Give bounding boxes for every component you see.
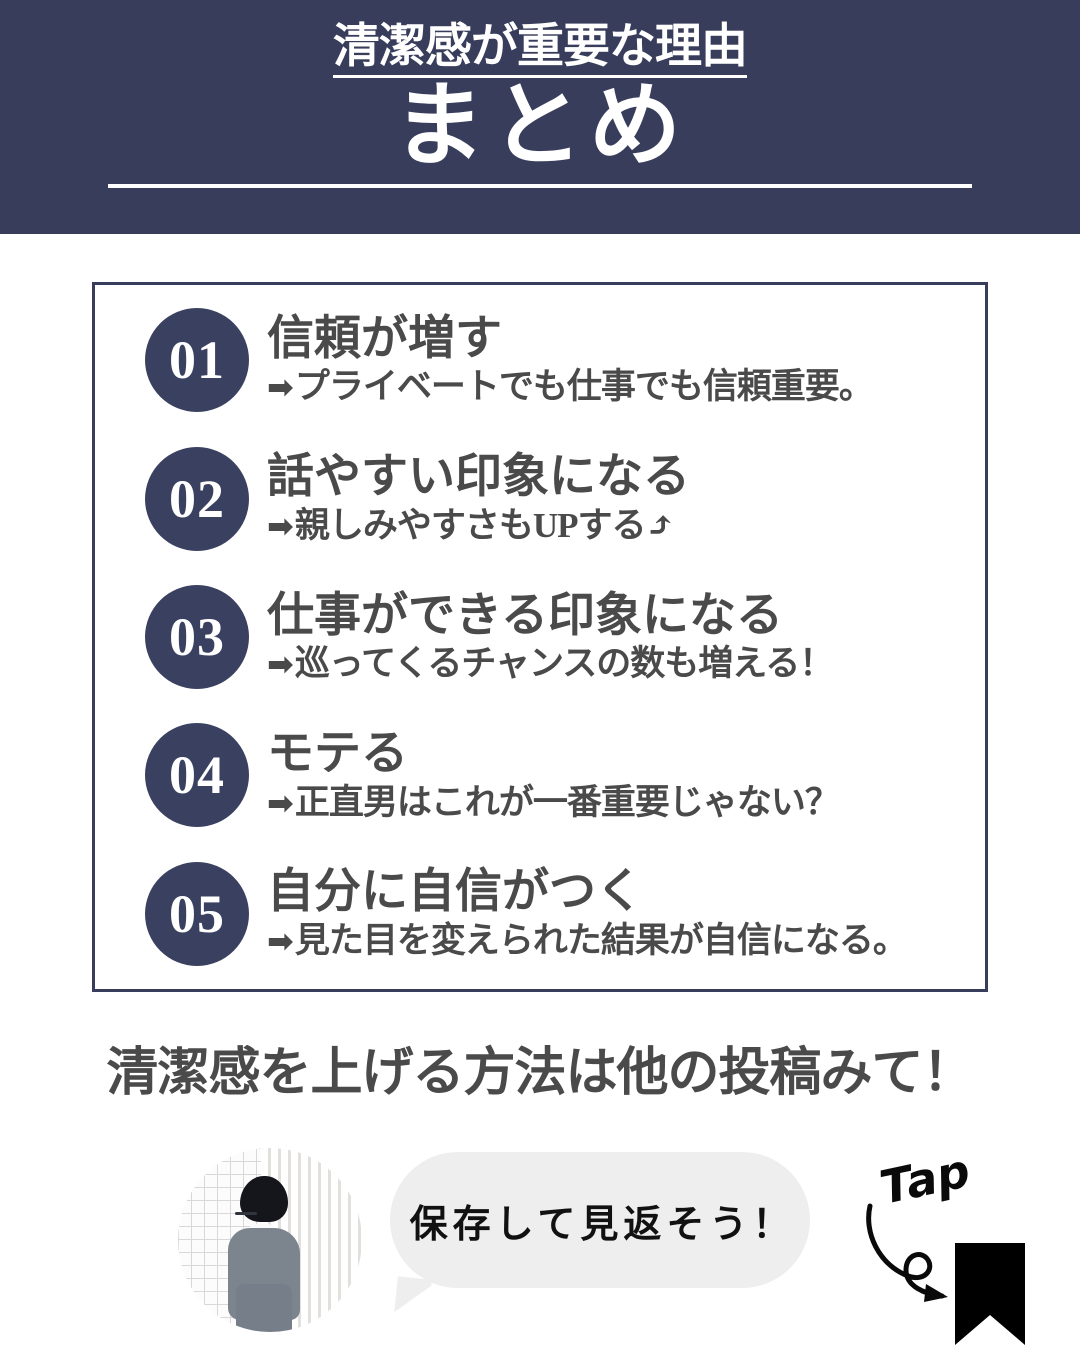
list-item-badge: 03: [145, 584, 249, 689]
header-divider: [108, 184, 972, 188]
list-item-text: 自分に自信がつく ➡見た目を変えられた結果が自信になる。: [267, 866, 908, 961]
cta-headline: 清潔感を上げる方法は他の投稿みて！: [106, 1045, 974, 1102]
arrow-right-icon: ➡: [267, 506, 294, 545]
avatar-hair: [240, 1176, 288, 1222]
reasons-list: 01 信頼が増す ➡プライベートでも仕事でも信頼重要。 02 話やすい印象になる…: [95, 285, 985, 989]
bookmark-save-icon[interactable]: [955, 1243, 1025, 1345]
list-item-title: モテる: [267, 727, 408, 780]
curly-arrow-icon: [866, 1203, 948, 1302]
avatar: [178, 1148, 362, 1332]
list-item-badge: 01: [145, 308, 249, 413]
list-item-subtitle-text: 親しみやすさもUPする⤴: [294, 505, 675, 545]
arrow-right-icon: ➡: [267, 645, 294, 684]
arrow-right-icon: ➡: [267, 783, 294, 822]
list-item: 04 モテる ➡正直男はこれが一番重要じゃない？: [95, 708, 985, 842]
avatar-lower-body: [236, 1284, 292, 1332]
header-subtitle-text: 清潔感が重要な理由: [333, 21, 748, 78]
list-item-subtitle: ➡正直男はこれが一番重要じゃない？: [267, 782, 840, 823]
list-item: 03 仕事ができる印象になる ➡巡ってくるチャンスの数も増える！: [95, 570, 985, 704]
list-item-subtitle: ➡プライベートでも仕事でも信頼重要。: [267, 367, 874, 407]
reasons-list-box: 01 信頼が増す ➡プライベートでも仕事でも信頼重要。 02 話やすい印象になる…: [92, 282, 988, 992]
list-item-text: 信頼が増す ➡プライベートでも仕事でも信頼重要。: [267, 312, 874, 408]
list-item-title: 信頼が増す: [267, 312, 502, 365]
header-banner: 清潔感が重要な理由 まとめ: [0, 0, 1080, 234]
list-item-title: 仕事ができる印象になる: [267, 589, 784, 642]
list-item-text: 仕事ができる印象になる ➡巡ってくるチャンスの数も増える！: [267, 589, 834, 685]
list-item-subtitle-text: 正直男はこれが一番重要じゃない？: [294, 782, 840, 822]
arrow-right-icon: ➡: [267, 921, 294, 960]
list-item-subtitle: ➡親しみやすさもUPする⤴: [267, 506, 690, 546]
speech-bubble-text: 保存して見返そう！: [409, 1201, 796, 1246]
list-item: 01 信頼が増す ➡プライベートでも仕事でも信頼重要。: [95, 293, 985, 427]
list-item-badge: 05: [145, 861, 249, 966]
list-item-text: 話やすい印象になる ➡親しみやすさもUPする⤴: [267, 451, 690, 546]
list-item-subtitle-text: 見た目を変えられた結果が自信になる。: [294, 920, 908, 960]
page-title: まとめ: [392, 72, 687, 179]
list-item-subtitle: ➡見た目を変えられた結果が自信になる。: [267, 920, 908, 961]
list-item-text: モテる ➡正直男はこれが一番重要じゃない？: [267, 727, 840, 823]
list-item-badge: 02: [145, 446, 249, 551]
avatar-person-figure: [220, 1176, 312, 1332]
speech-bubble: 保存して見返そう！: [390, 1152, 810, 1316]
glasses-icon: [235, 1212, 257, 1215]
arrow-right-icon: ➡: [267, 368, 294, 407]
header-subtitle: 清潔感が重要な理由: [0, 21, 1080, 78]
list-item-title: 自分に自信がつく: [267, 866, 643, 919]
list-item: 05 自分に自信がつく ➡見た目を変えられた結果が自信になる。: [95, 847, 985, 981]
list-item: 02 話やすい印象になる ➡親しみやすさもUPする⤴: [95, 432, 985, 566]
list-item-title: 話やすい印象になる: [267, 451, 690, 504]
list-item-subtitle-text: プライベートでも仕事でも信頼重要。: [294, 367, 874, 407]
list-item-subtitle-text: 巡ってくるチャンスの数も増える！: [294, 644, 834, 684]
list-item-subtitle: ➡巡ってくるチャンスの数も増える！: [267, 644, 834, 684]
list-item-badge: 04: [145, 723, 249, 828]
